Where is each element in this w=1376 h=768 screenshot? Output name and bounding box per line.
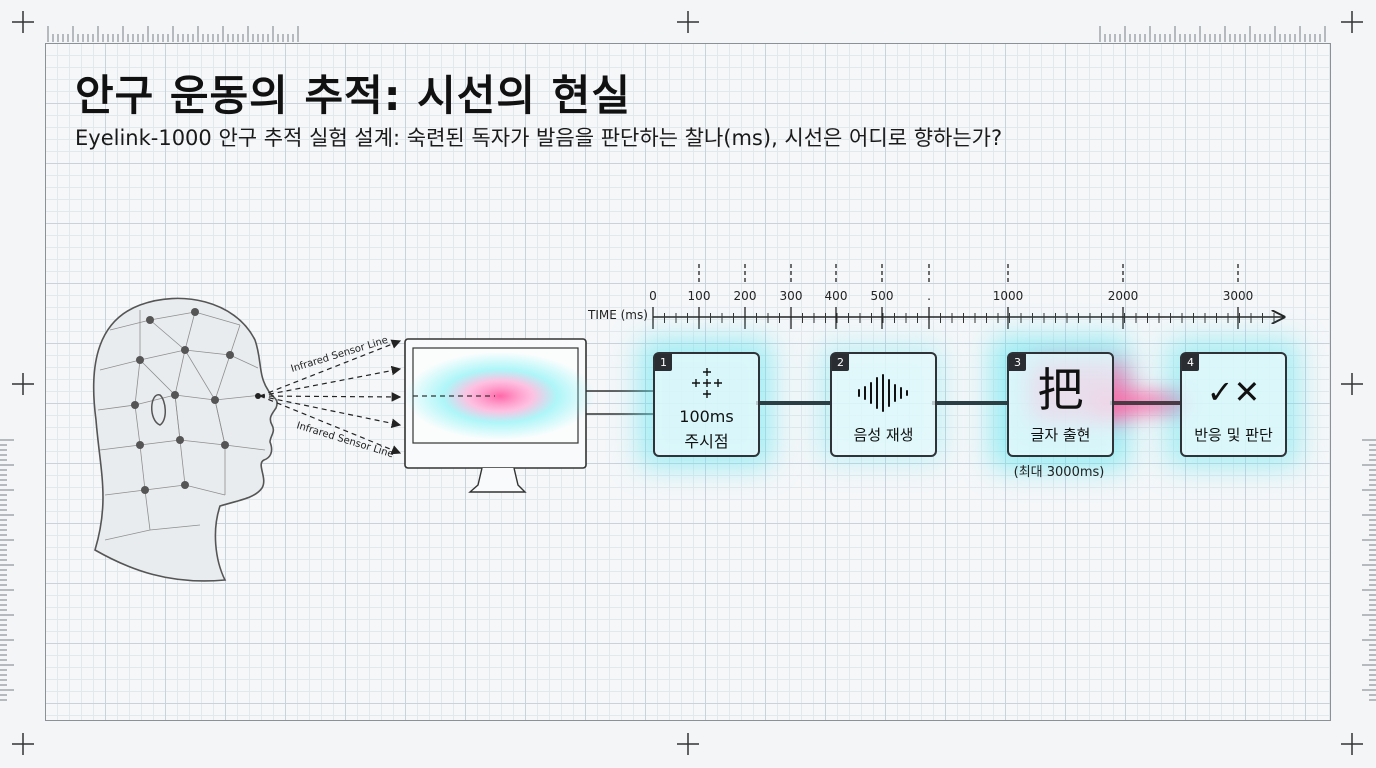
monitor-icon	[404, 338, 655, 493]
time-axis-label: TIME (ms)	[588, 308, 648, 322]
ruler-top-left	[47, 26, 299, 42]
stage-number: 4	[1182, 354, 1199, 371]
crosshair-icon	[1341, 373, 1363, 395]
sound-wave-icon	[858, 374, 908, 412]
tick-label: .	[927, 289, 931, 303]
tick-label: 500	[870, 289, 894, 303]
ruler-left	[0, 439, 14, 701]
stage-label-line1: 100ms	[679, 407, 734, 426]
crosshair-icon	[677, 733, 699, 755]
stage-number: 1	[655, 354, 672, 371]
crosshair-icon	[12, 11, 34, 33]
check-cross-icon: ✓✕	[1206, 373, 1261, 411]
chinese-character-icon: 把	[1037, 363, 1084, 417]
stage-character: 3 把 글자 출현	[1007, 352, 1114, 457]
stage-response: 4 ✓✕ 반응 및 판단	[1180, 352, 1287, 457]
stage-audio: 2 음성 재생	[830, 352, 937, 457]
page-title: 안구 운동의 추적: 시선의 현실	[75, 71, 631, 120]
major-ticks	[652, 264, 1239, 329]
stage-fixation: 1 100ms 주시점	[653, 352, 760, 457]
crosshair-icon	[1341, 733, 1363, 755]
stage-label: 반응 및 판단	[1194, 426, 1273, 444]
stage-label-line2: 주시점	[684, 432, 729, 451]
tick-label: 3000	[1222, 289, 1254, 303]
stage-label: 음성 재생	[853, 426, 914, 444]
connector-1-2	[756, 401, 831, 405]
tick-label: 2000	[1107, 289, 1139, 303]
tick-label: 1000	[992, 289, 1024, 303]
stage-label: 글자 출현	[1030, 426, 1091, 444]
ear-icon	[151, 394, 166, 426]
eye-icon	[255, 393, 261, 399]
head-wireframe-icon	[92, 297, 278, 582]
head-nodes	[131, 308, 234, 494]
ruler-top-right	[1099, 26, 1326, 42]
tick-label: 200	[733, 289, 757, 303]
page-subtitle: Eyelink-1000 안구 추적 실험 설계: 숙련된 독자가 발음을 판단…	[75, 126, 1003, 150]
crosshair-icon	[1341, 11, 1363, 33]
connector-2-3	[932, 401, 1008, 405]
crosshair-icon	[677, 11, 699, 33]
stage-number: 2	[832, 354, 849, 371]
connector-3-4	[1110, 401, 1182, 405]
corner-crosses	[12, 11, 1363, 755]
stage-number: 3	[1009, 354, 1026, 371]
minor-ticks	[652, 313, 1275, 323]
tick-label: 100	[687, 289, 711, 303]
tick-label: 300	[779, 289, 803, 303]
tick-label: 400	[824, 289, 848, 303]
tick-label: 0	[649, 289, 657, 303]
crosshair-icon	[12, 733, 34, 755]
stage-note: (최대 3000ms)	[1013, 465, 1105, 480]
crosshair-icon	[12, 373, 34, 395]
sensor-lines	[259, 339, 402, 455]
ruler-right	[1362, 439, 1376, 701]
fixation-cross-icon	[692, 368, 722, 398]
